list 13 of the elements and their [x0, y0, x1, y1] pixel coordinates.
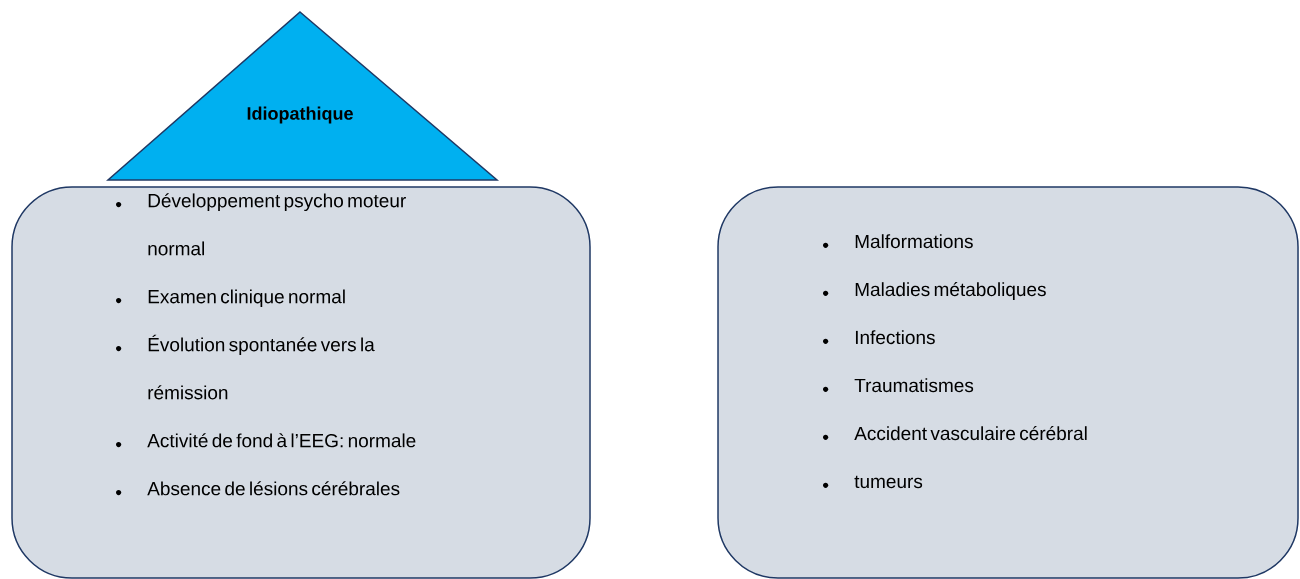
list-item: Malformations	[855, 234, 973, 249]
list-item: Examen clinique normal	[148, 289, 345, 308]
list-item: Accident vasculaire cérébral	[854, 425, 1087, 441]
rounded-box	[11, 186, 591, 579]
list-item: Traumatismes	[854, 378, 974, 393]
list-item: Activité de fond à l’EEG: normale	[147, 433, 416, 448]
list-item: Infections	[855, 330, 935, 345]
list-item: Développement psycho moteur normal	[148, 193, 406, 256]
list-item: tumeurs	[854, 475, 923, 489]
list-item: Évolution spontanée vers la rémission	[148, 334, 375, 400]
list-item: Maladies métaboliques	[855, 282, 1046, 300]
list-item: Absence de lésions cérébrales	[147, 481, 400, 496]
rounded-box	[717, 186, 1299, 579]
